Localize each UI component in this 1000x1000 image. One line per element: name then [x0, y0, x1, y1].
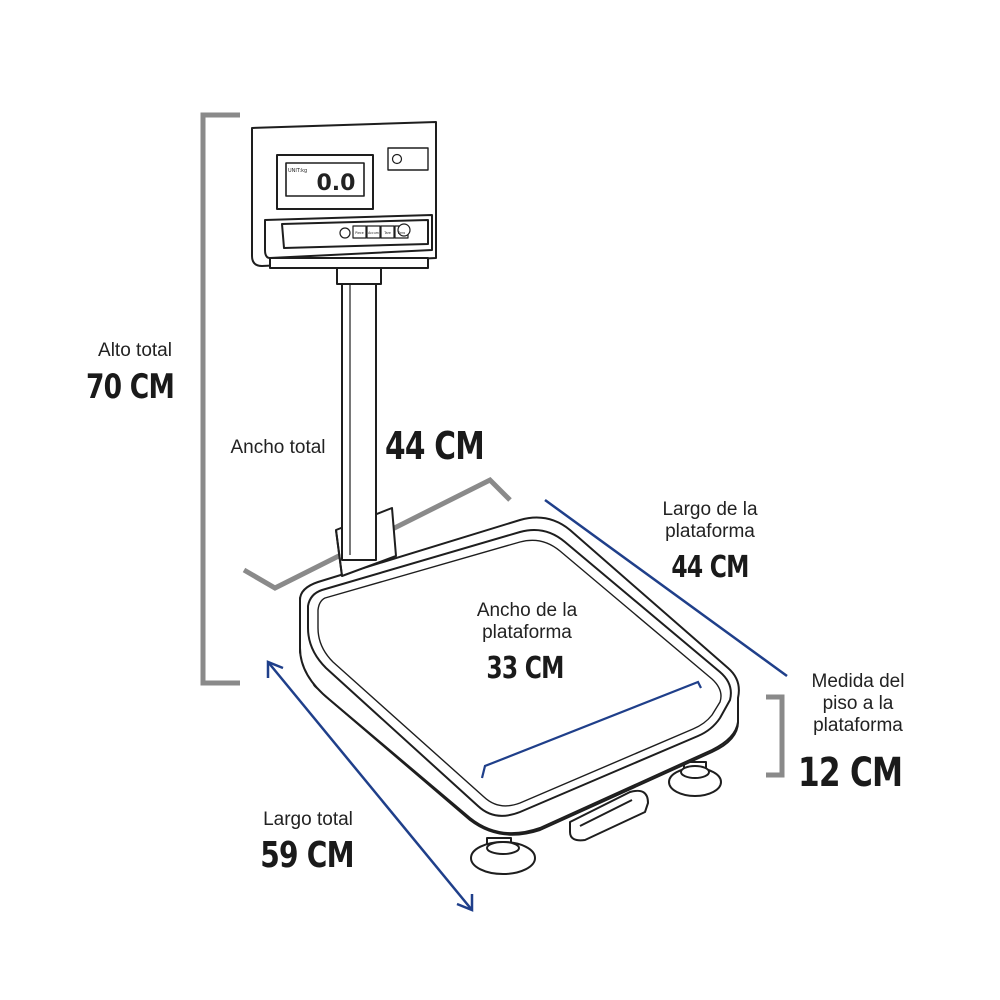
keypad-button-label: Tare: [383, 231, 391, 235]
alto-total-value: 70 CM: [86, 367, 175, 407]
largo-plataforma-label: Largo de la plataforma: [640, 499, 780, 543]
alto-total-bracket: [200, 112, 240, 686]
keypad-button-label: Piece: [355, 231, 363, 235]
largo-plataforma-value: 44 CM: [671, 550, 749, 585]
largo-plataforma-label-line2: plataforma: [665, 520, 755, 542]
brand-badge: [387, 147, 429, 171]
column: [341, 269, 377, 561]
medida-piso-value: 12 CM: [798, 750, 903, 796]
ancho-plataforma-label: Ancho de la plataforma: [452, 600, 602, 644]
largo-total-label: Largo total: [263, 809, 353, 830]
ancho-plataforma-line: [480, 680, 702, 779]
medida-piso-bracket: [766, 694, 785, 778]
largo-plataforma-line: [544, 498, 788, 678]
largo-total-value: 59 CM: [260, 835, 354, 876]
largo-total-arrow: [266, 660, 474, 912]
ancho-plataforma-value: 33 CM: [486, 651, 564, 686]
display-reading: 0.0: [317, 171, 356, 196]
medida-piso-label-line2: piso a la: [822, 692, 894, 714]
foot-back-right: [668, 761, 722, 797]
medida-piso-label-line1: Medida del: [811, 671, 905, 692]
display-unit: UNIT:kg: [288, 168, 307, 174]
keypad: [339, 223, 411, 239]
lcd-screen: [285, 162, 365, 197]
ancho-total-value: 44 CM: [385, 424, 485, 468]
ancho-plataforma-label-line1: Ancho de la: [476, 600, 578, 621]
largo-plataforma-label-line1: Largo de la: [662, 499, 758, 520]
medida-piso-label-line3: plataforma: [813, 714, 903, 736]
platform-handle: [569, 789, 649, 842]
ancho-plataforma-label-line2: plataforma: [482, 621, 572, 643]
medida-piso-label: Medida del piso a la plataforma: [790, 671, 926, 737]
ancho-total-label: Ancho total: [230, 437, 326, 458]
foot-front: [470, 837, 536, 875]
keypad-button-label: Accum: [368, 231, 379, 235]
keypad-button-label: Zero: [398, 231, 405, 235]
alto-total-label: Alto total: [98, 340, 172, 361]
platform-scale: [251, 121, 740, 875]
platform-top: [307, 529, 732, 817]
